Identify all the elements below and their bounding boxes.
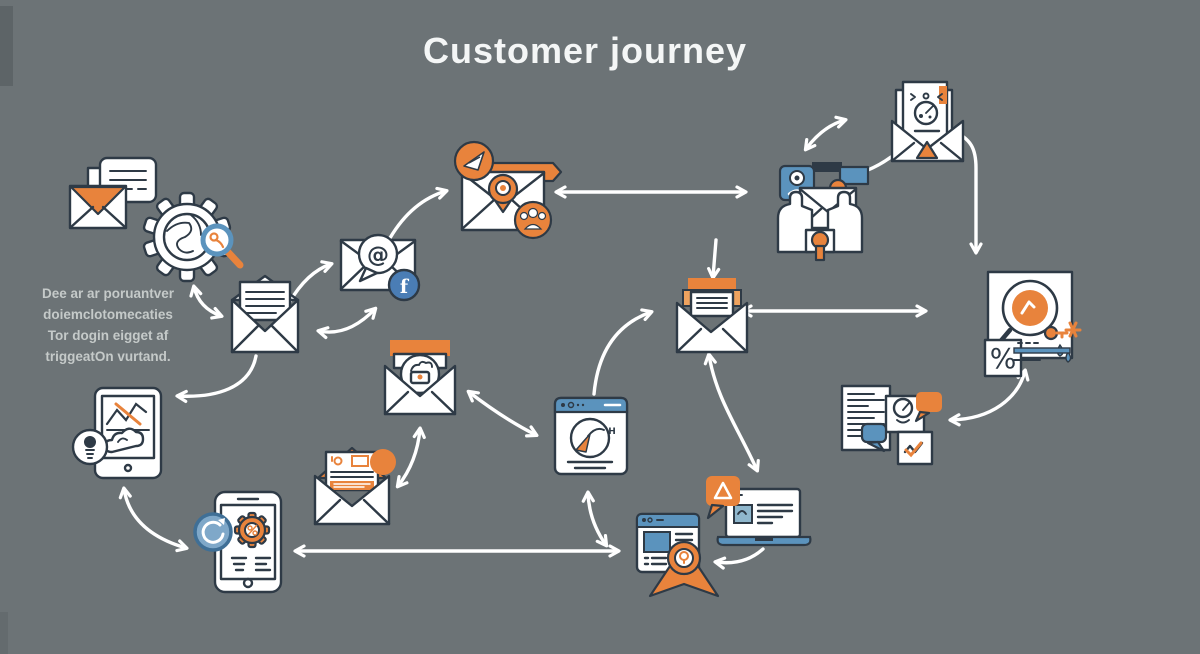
tablet-chart-bulb-icon xyxy=(71,386,163,480)
report-gauge-percent-icon: % xyxy=(983,270,1082,378)
newsletter-envelope-icon xyxy=(313,446,396,526)
email-at-facebook-icon: @ f xyxy=(339,233,421,302)
caption-line: Tor dogin eigget af xyxy=(47,327,169,343)
secure-envelope-icon xyxy=(383,340,457,416)
gear-globe-search-icon xyxy=(142,191,244,283)
page-title: Customer journey xyxy=(422,30,748,71)
svg-text:f: f xyxy=(400,276,410,298)
browser-cursor-icon: H xyxy=(553,396,629,476)
inbox-envelope-icon xyxy=(675,278,749,354)
email-chat-icon xyxy=(68,156,158,230)
laptop-warning-icon xyxy=(706,476,812,547)
hands-holding-envelope-icon xyxy=(776,162,870,262)
svg-text:@: @ xyxy=(367,243,389,268)
browser-award-ribbon-icon xyxy=(635,512,720,598)
open-letter-envelope-icon xyxy=(230,274,300,354)
phone-gear-sync-icon xyxy=(193,490,283,594)
caption-text: Dee ar ar poruantver doiemclotomecaties … xyxy=(18,284,198,368)
background-shading xyxy=(0,6,13,654)
caption-line: triggeatOn vurtand. xyxy=(45,348,171,364)
arrows-layer xyxy=(118,115,1030,570)
document-feedback-icon xyxy=(840,384,942,466)
caption-line: doiemclotomecaties xyxy=(43,306,173,322)
svg-text:H: H xyxy=(608,427,616,437)
svg-text:%: % xyxy=(990,342,1017,375)
caption-line: Dee ar ar poruantver xyxy=(41,286,175,301)
campaign-envelope-icon xyxy=(453,140,563,240)
envelope-gauge-letter-icon xyxy=(890,80,965,163)
